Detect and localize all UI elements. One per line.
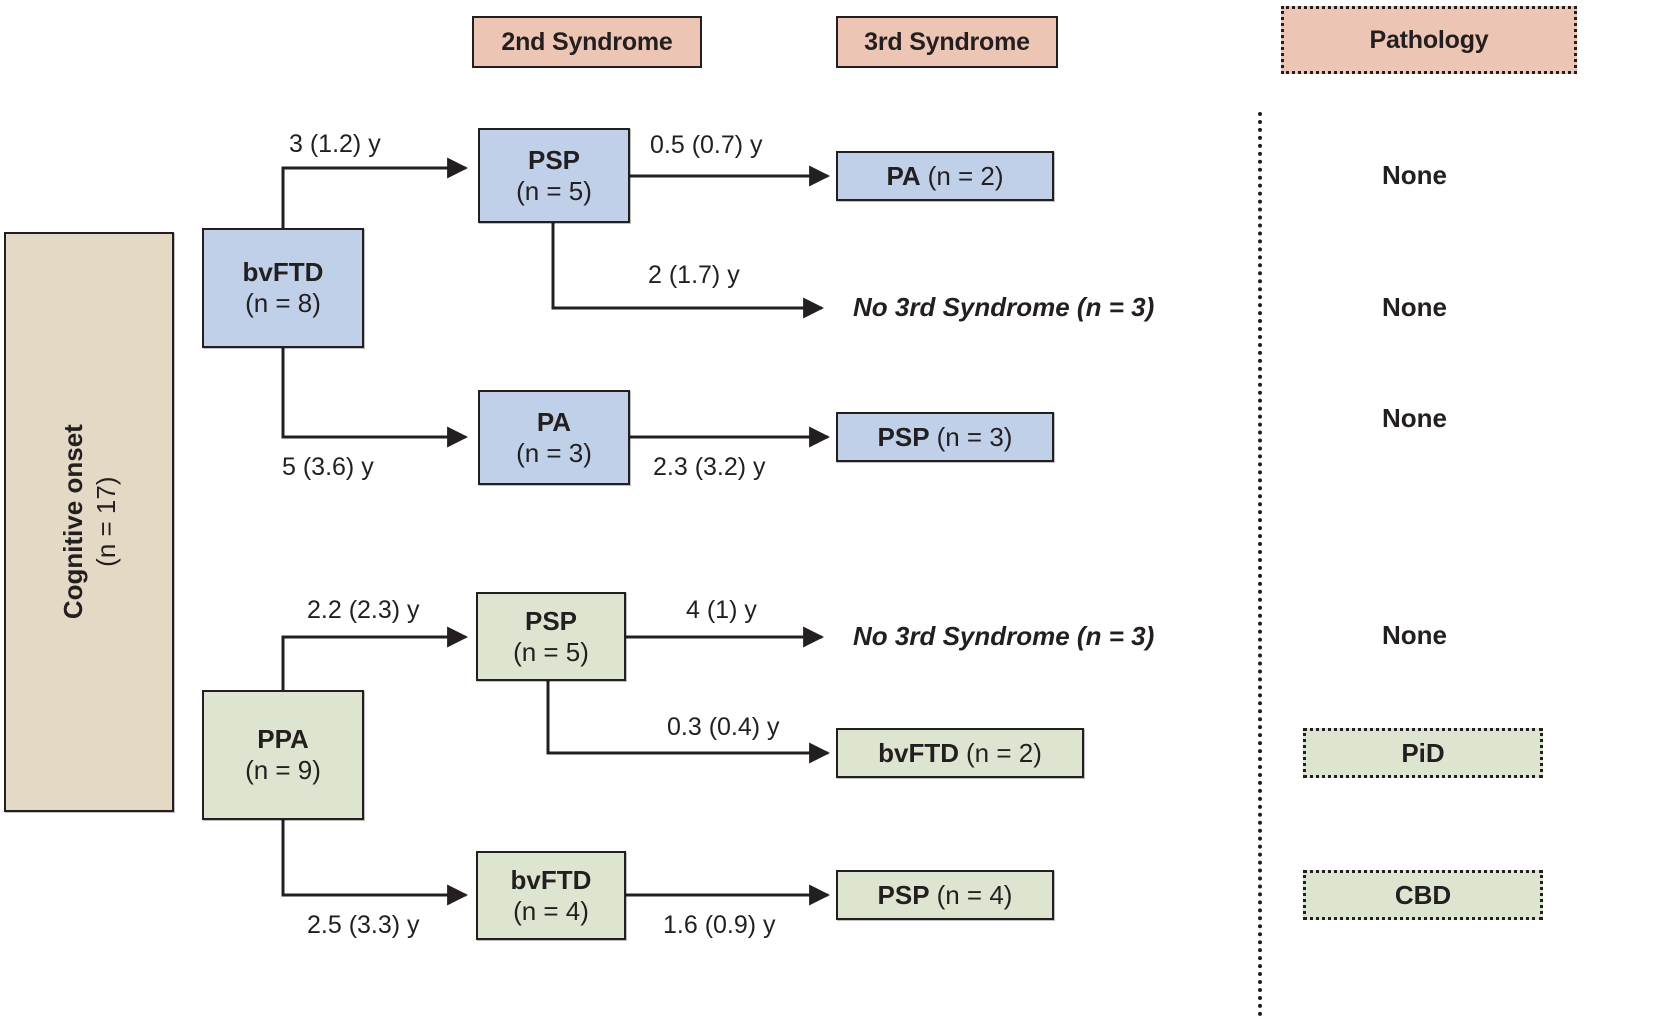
terminal-no-3rd-syndrome-green: No 3rd Syndrome (n = 3)	[853, 621, 1155, 651]
node-bvftd-2nd-green: bvFTD (n = 4)	[476, 851, 626, 940]
edge-label-psp-to-pa: 0.5 (0.7) y	[650, 131, 763, 159]
pathology-row-1: None	[1382, 160, 1447, 190]
edge-label-pspg-to-bvftd: 0.3 (0.4) y	[667, 713, 780, 741]
node-pa-2nd-blue-count: (n = 3)	[516, 437, 592, 468]
header-2nd-syndrome-label: 2nd Syndrome	[501, 27, 673, 56]
node-psp-3rd-label: PSP	[877, 421, 930, 452]
terminal-no-3rd-syndrome-blue: No 3rd Syndrome (n = 3)	[853, 292, 1155, 322]
node-ppa-branch-count: (n = 9)	[245, 755, 321, 785]
cognitive-onset-label: Cognitive onset	[57, 424, 88, 620]
node-pa-3rd-label: PA	[886, 160, 921, 191]
pathology-pid-label: PiD	[1401, 737, 1445, 768]
edge-label-ppa-to-bvftd: 2.5 (3.3) y	[307, 911, 420, 939]
header-pathology: Pathology	[1281, 6, 1577, 74]
node-psp-2nd-blue-count: (n = 5)	[516, 175, 592, 206]
node-ppa-branch: PPA (n = 9)	[202, 690, 364, 820]
pathology-divider	[1258, 112, 1262, 1017]
header-pathology-label: Pathology	[1369, 25, 1489, 54]
pathology-cbd-box: CBD	[1303, 870, 1543, 920]
header-2nd-syndrome: 2nd Syndrome	[472, 16, 702, 68]
node-bvftd-branch-label: bvFTD	[242, 257, 324, 288]
pathology-cbd-label: CBD	[1394, 879, 1452, 910]
node-bvftd-3rd-label: bvFTD	[878, 737, 959, 768]
node-pa-3rd-count: (n = 2)	[927, 160, 1004, 191]
node-cognitive-onset: Cognitive onset (n = 17)	[4, 232, 174, 812]
edge-label-bvftdg-to-psp: 1.6 (0.9) y	[663, 911, 776, 939]
cognitive-onset-text: Cognitive onset (n = 17)	[6, 234, 172, 810]
pathology-row-3: None	[1382, 403, 1447, 433]
pathology-row-2: None	[1382, 292, 1447, 322]
node-pa-2nd-blue: PA (n = 3)	[478, 390, 630, 485]
node-bvftd-3rd: bvFTD (n = 2)	[836, 728, 1084, 778]
node-bvftd-2nd-green-count: (n = 4)	[513, 895, 589, 926]
edge-label-psp-to-none: 2 (1.7) y	[648, 261, 740, 289]
edge-label-pa-to-psp: 2.3 (3.2) y	[653, 453, 766, 481]
node-psp-3rd-green-count: (n = 4)	[936, 879, 1013, 910]
node-psp-2nd-green-count: (n = 5)	[513, 636, 589, 667]
node-psp-3rd-green: PSP (n = 4)	[836, 870, 1054, 920]
node-psp-3rd: PSP (n = 3)	[836, 412, 1054, 462]
edge-label-bvftd-to-psp: 3 (1.2) y	[289, 130, 381, 158]
node-bvftd-branch: bvFTD (n = 8)	[202, 228, 364, 348]
node-psp-2nd-green-label: PSP	[524, 605, 578, 636]
edge-label-ppa-to-psp: 2.2 (2.3) y	[307, 596, 420, 624]
node-pa-2nd-blue-label: PA	[536, 406, 572, 437]
edge-label-pspg-to-none: 4 (1) y	[686, 596, 757, 624]
node-psp-3rd-count: (n = 3)	[936, 421, 1013, 452]
node-psp-2nd-blue-label: PSP	[527, 144, 581, 175]
edge-label-bvftd-to-pa: 5 (3.6) y	[282, 453, 374, 481]
node-pa-3rd: PA (n = 2)	[836, 151, 1054, 201]
node-bvftd-2nd-green-label: bvFTD	[510, 864, 592, 895]
pathology-row-4: None	[1382, 620, 1447, 650]
node-psp-3rd-green-label: PSP	[877, 879, 930, 910]
pathology-pid-box: PiD	[1303, 728, 1543, 778]
node-psp-2nd-green: PSP (n = 5)	[476, 592, 626, 681]
header-3rd-syndrome-label: 3rd Syndrome	[864, 27, 1030, 56]
cognitive-onset-count: (n = 17)	[90, 476, 121, 568]
node-bvftd-3rd-count: (n = 2)	[966, 737, 1042, 768]
header-3rd-syndrome: 3rd Syndrome	[836, 16, 1058, 68]
node-bvftd-branch-count: (n = 8)	[245, 288, 321, 318]
node-psp-2nd-blue: PSP (n = 5)	[478, 128, 630, 223]
node-ppa-branch-label: PPA	[257, 724, 309, 755]
